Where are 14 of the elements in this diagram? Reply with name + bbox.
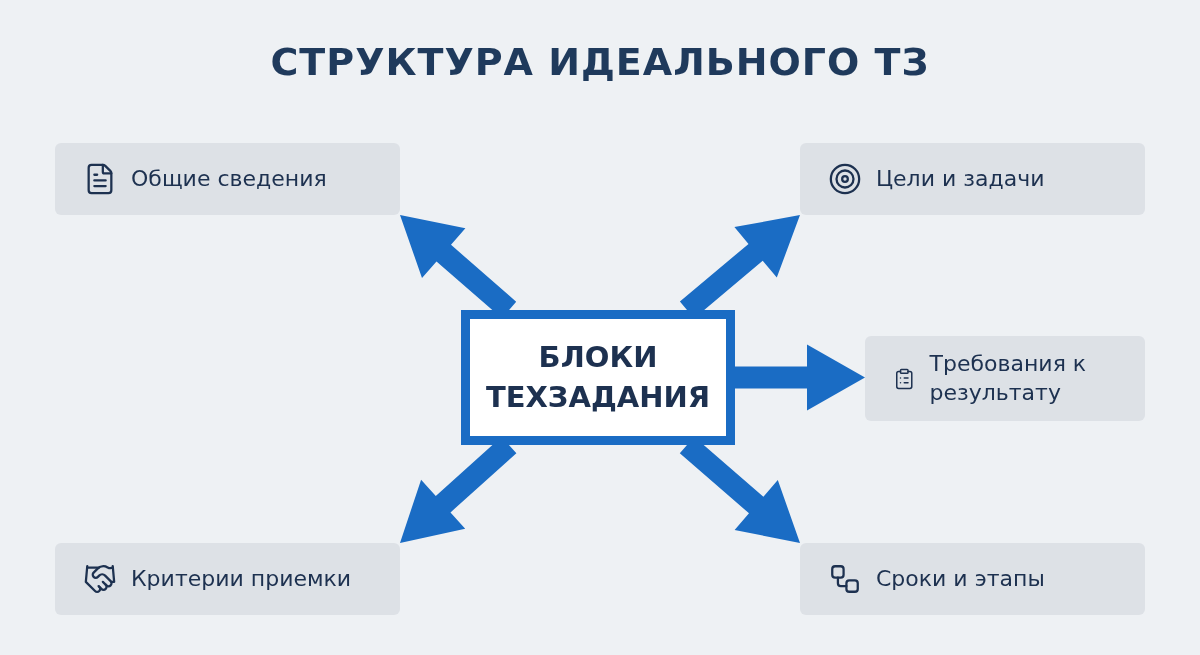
category-box	[55, 143, 400, 215]
diagram-title: СТРУКТУРА ИДЕАЛЬНОГО ТЗ	[269, 40, 931, 84]
central-label: БЛОКИ ТЕХЗАДАНИЯ	[484, 339, 712, 416]
central-box	[461, 310, 735, 445]
category-label: Общие сведения	[131, 164, 327, 193]
category-box	[865, 336, 1145, 421]
arrow	[735, 344, 865, 411]
category-label: Сроки и этапы	[876, 564, 1045, 593]
category-box	[800, 543, 1145, 615]
category-label: Требования к результату	[929, 349, 1088, 407]
category-label: Цели и задачи	[876, 164, 1045, 193]
category-box	[800, 143, 1145, 215]
category-box	[55, 543, 400, 615]
category-label: Критерии приемки	[131, 564, 352, 593]
